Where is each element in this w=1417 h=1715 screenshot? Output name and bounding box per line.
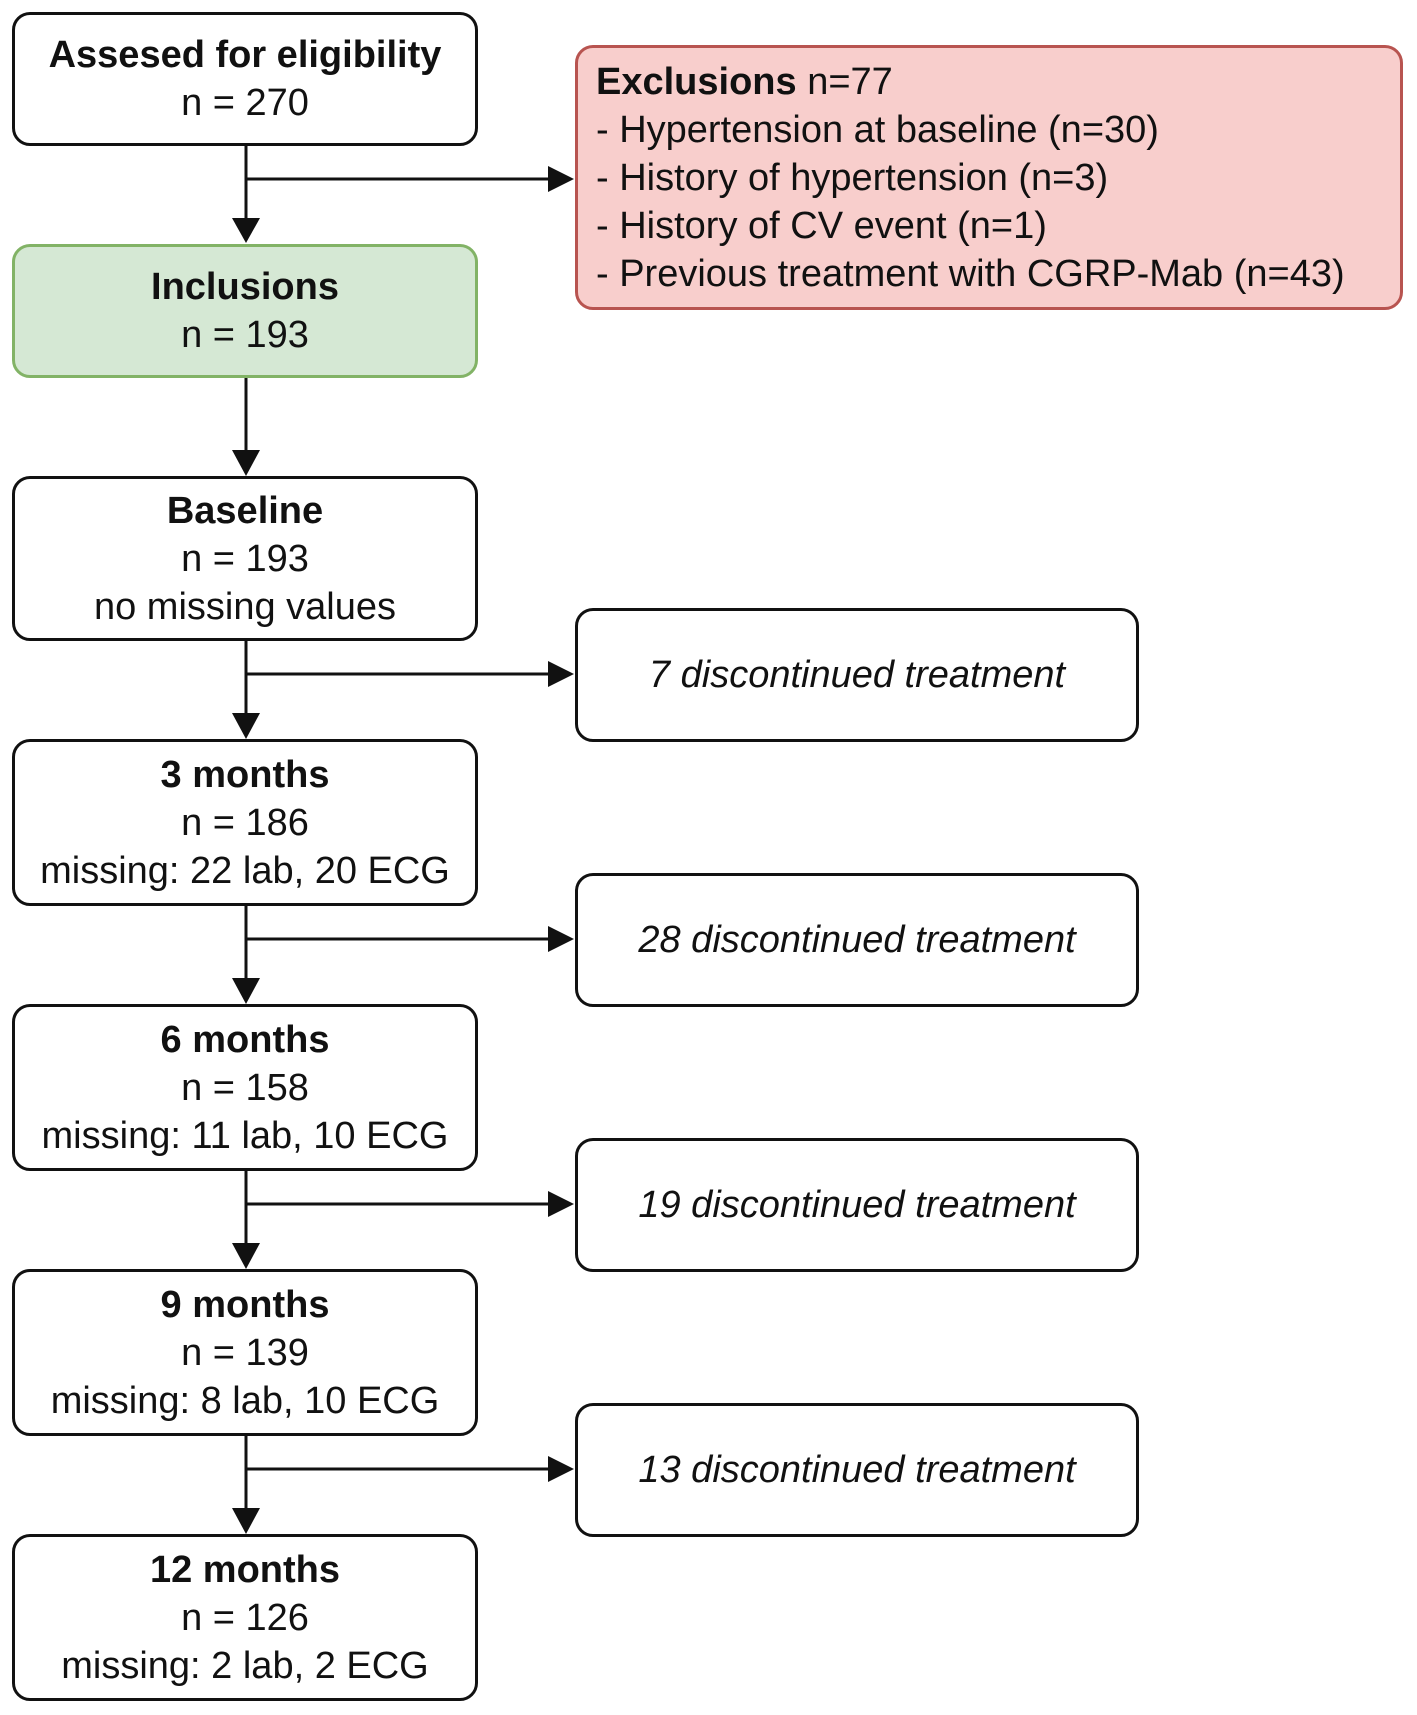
arrowhead-right bbox=[548, 926, 574, 952]
stage-title: 12 months bbox=[149, 1548, 341, 1591]
stage-title: 6 months bbox=[160, 1018, 330, 1061]
exclusions-title: Exclusions bbox=[596, 60, 797, 103]
arrowhead-down bbox=[232, 713, 260, 739]
stage-note: no missing values bbox=[93, 585, 397, 628]
stage-note: missing: 22 lab, 20 ECG bbox=[40, 849, 450, 892]
arrowhead-down bbox=[232, 1243, 260, 1269]
arrowhead-right bbox=[548, 1456, 574, 1482]
box-12-months: 12 months n = 126 missing: 2 lab, 2 ECG bbox=[12, 1534, 478, 1701]
stage-count: n = 270 bbox=[181, 82, 309, 124]
box-eligibility: Assesed for eligibility n = 270 bbox=[12, 12, 478, 146]
box-9-months: 9 months n = 139 missing: 8 lab, 10 ECG bbox=[12, 1269, 478, 1436]
stage-count: n = 193 bbox=[181, 537, 309, 580]
exclusion-item: - Hypertension at baseline (n=30) bbox=[596, 108, 1159, 151]
stage-count: n = 158 bbox=[181, 1066, 309, 1109]
stage-note: missing: 11 lab, 10 ECG bbox=[41, 1114, 449, 1157]
exclusion-item: - Previous treatment with CGRP-Mab (n=43… bbox=[596, 252, 1345, 295]
arrowhead-down bbox=[232, 1508, 260, 1534]
exclusion-item: - History of hypertension (n=3) bbox=[596, 156, 1109, 199]
box-inclusions: Inclusions n = 193 bbox=[12, 244, 478, 378]
stage-title: 3 months bbox=[160, 753, 330, 796]
stage-title: Assesed for eligibility bbox=[48, 34, 442, 76]
box-exclusions: Exclusions n=77 - Hypertension at baseli… bbox=[575, 45, 1403, 310]
stage-count: n = 186 bbox=[181, 801, 309, 844]
exclusions-count: n=77 bbox=[796, 60, 893, 103]
stage-title: Baseline bbox=[166, 489, 324, 532]
arrowhead-down bbox=[232, 450, 260, 476]
stage-count: n = 193 bbox=[181, 314, 309, 356]
stage-count: n = 126 bbox=[181, 1596, 309, 1639]
stage-count: n = 139 bbox=[181, 1331, 309, 1374]
discontinued-label: 13 discontinued treatment bbox=[638, 1449, 1076, 1491]
exclusion-item: - History of CV event (n=1) bbox=[596, 204, 1047, 247]
box-discontinued-4: 13 discontinued treatment bbox=[575, 1403, 1139, 1537]
discontinued-label: 7 discontinued treatment bbox=[648, 654, 1066, 696]
exclusions-header: Exclusions n=77 bbox=[596, 58, 893, 106]
box-6-months: 6 months n = 158 missing: 11 lab, 10 ECG bbox=[12, 1004, 478, 1171]
discontinued-label: 19 discontinued treatment bbox=[638, 1184, 1076, 1226]
stage-note: missing: 2 lab, 2 ECG bbox=[61, 1644, 429, 1687]
box-discontinued-2: 28 discontinued treatment bbox=[575, 873, 1139, 1007]
stage-title: 9 months bbox=[160, 1283, 330, 1326]
arrowheads bbox=[232, 166, 574, 1534]
box-3-months: 3 months n = 186 missing: 22 lab, 20 ECG bbox=[12, 739, 478, 906]
discontinued-label: 28 discontinued treatment bbox=[638, 919, 1076, 961]
arrowhead-right bbox=[548, 661, 574, 687]
box-discontinued-1: 7 discontinued treatment bbox=[575, 608, 1139, 742]
arrowhead-down bbox=[232, 978, 260, 1004]
arrowhead-right bbox=[548, 1191, 574, 1217]
stage-note: missing: 8 lab, 10 ECG bbox=[50, 1379, 440, 1422]
arrowhead-down bbox=[232, 218, 260, 243]
arrowhead-right bbox=[548, 166, 574, 192]
box-baseline: Baseline n = 193 no missing values bbox=[12, 476, 478, 641]
stage-title: Inclusions bbox=[151, 266, 339, 308]
box-discontinued-3: 19 discontinued treatment bbox=[575, 1138, 1139, 1272]
